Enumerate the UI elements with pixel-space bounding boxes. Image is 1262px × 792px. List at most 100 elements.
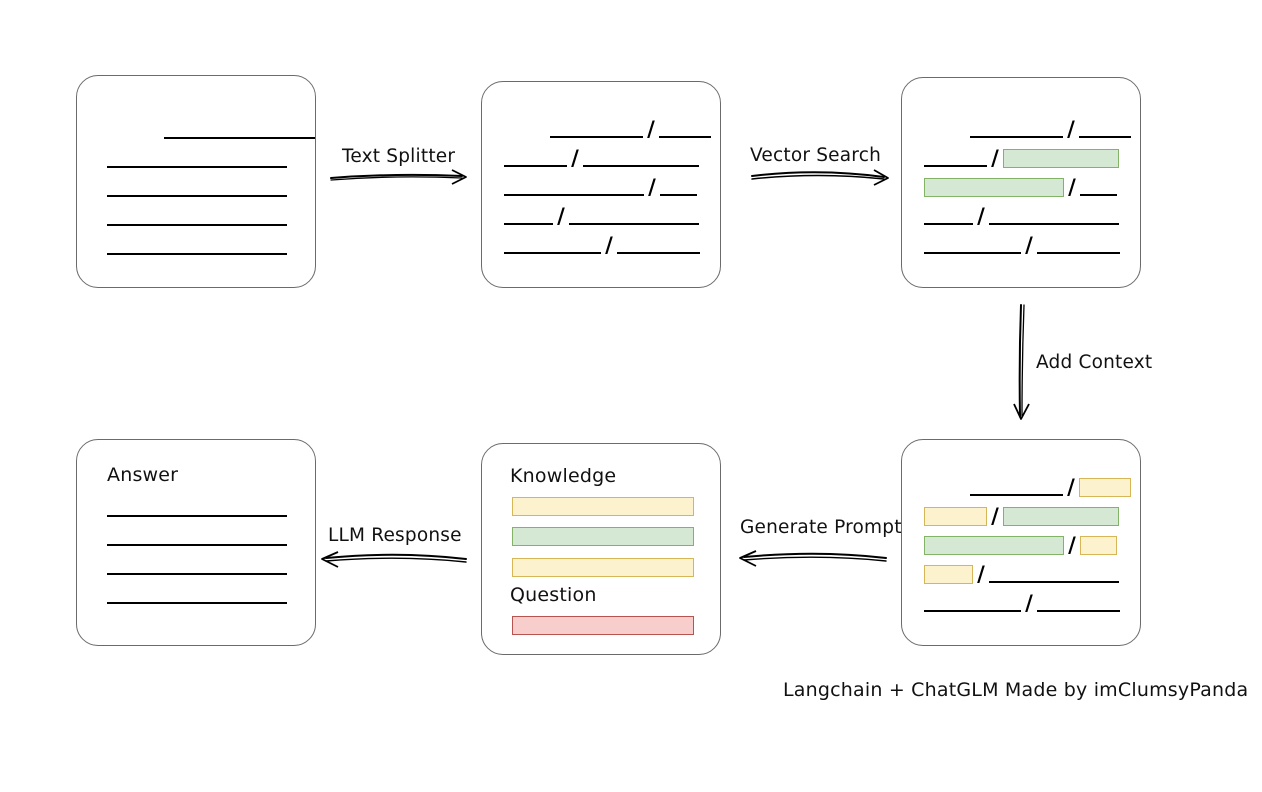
arrow-text-splitter — [330, 169, 467, 185]
edge-label-generate-prompt: Generate Prompt — [740, 517, 902, 538]
chunk-row: / — [924, 146, 1140, 170]
edge-label-vector-search: Vector Search — [750, 145, 881, 166]
chunk-segment-plain — [989, 206, 1119, 226]
chunk-separator: / — [977, 204, 985, 228]
chunk-separator: / — [991, 146, 999, 170]
node-prompt[interactable]: Knowledge Question — [481, 443, 721, 655]
chunk-segment-yellow — [924, 564, 973, 584]
chunk-row: / — [504, 233, 720, 257]
chunk-separator: / — [977, 562, 985, 586]
answer-line-rule — [107, 527, 287, 547]
answer-line-rule — [107, 556, 287, 576]
chunk-segment-plain — [107, 149, 287, 169]
chunk-segment-plain — [924, 235, 1021, 255]
chunk-row: / — [924, 562, 1140, 586]
chunk-segment-plain — [504, 148, 567, 168]
chunk-segment-plain — [1037, 235, 1120, 255]
chunk-separator: / — [1067, 475, 1075, 499]
chunk-row: / — [504, 204, 720, 228]
chunk-separator: / — [1067, 117, 1075, 141]
chunk-segment-plain — [660, 177, 697, 197]
chunk-separator: / — [1068, 175, 1076, 199]
credit-text: Langchain + ChatGLM Made by imClumsyPand… — [783, 679, 1249, 701]
chunk-segment-plain — [970, 477, 1063, 497]
arrow-vector-search — [751, 169, 889, 186]
chunk-segment-plain — [164, 120, 315, 140]
edge-label-add-context: Add Context — [1036, 352, 1153, 373]
chunk-row: / — [924, 475, 1140, 499]
chunk-row: / — [924, 117, 1140, 141]
chunk-segment-green — [1003, 148, 1119, 168]
chunk-row — [107, 236, 315, 256]
chunk-segment-yellow — [1079, 477, 1131, 497]
chunk-segment-plain — [659, 119, 711, 139]
chunk-row: / — [924, 533, 1140, 557]
node-context-added-chunks[interactable]: / / / / / — [901, 439, 1141, 646]
chunk-row — [107, 178, 315, 198]
answer-label: Answer — [107, 464, 179, 486]
context-added-chunks-rows: / / / / / — [902, 440, 1140, 645]
answer-line — [107, 585, 315, 605]
chunk-separator: / — [648, 175, 656, 199]
vector-matched-chunks-rows: / / / / / — [902, 78, 1140, 287]
chunk-segment-plain — [550, 119, 643, 139]
answer-line — [107, 527, 315, 547]
split-chunks-rows: / / / / / — [482, 82, 720, 287]
chunk-separator: / — [605, 233, 613, 257]
chunk-segment-yellow — [924, 506, 987, 526]
arrow-generate-prompt — [739, 550, 887, 567]
node-answer[interactable]: Answer — [76, 439, 316, 646]
knowledge-bar-1 — [512, 497, 694, 516]
chunk-row: / — [924, 175, 1140, 199]
edge-label-text-splitter: Text Splitter — [342, 146, 456, 167]
chunk-row: / — [924, 506, 1140, 527]
chunk-segment-plain — [504, 206, 553, 226]
question-label: Question — [510, 584, 597, 606]
chunk-segment-green — [1003, 506, 1119, 526]
chunk-segment-plain — [107, 178, 287, 198]
answer-line-rule — [107, 498, 287, 518]
chunk-segment-green — [924, 177, 1064, 197]
chunk-row — [107, 207, 315, 227]
chunk-segment-plain — [504, 235, 601, 255]
knowledge-bar-3 — [512, 558, 694, 577]
chunk-separator: / — [1025, 591, 1033, 615]
node-vector-matched-chunks[interactable]: / / / / / — [901, 77, 1141, 288]
chunk-segment-plain — [924, 206, 973, 226]
chunk-segment-plain — [617, 235, 700, 255]
answer-lines — [77, 440, 315, 645]
chunk-row: / — [924, 233, 1140, 257]
chunk-separator: / — [557, 204, 565, 228]
node-split-chunks[interactable]: / / / / / — [481, 81, 721, 288]
chunk-segment-plain — [989, 564, 1119, 584]
chunk-row: / — [504, 148, 720, 169]
answer-line — [107, 556, 315, 576]
chunk-separator: / — [647, 117, 655, 141]
answer-line — [107, 498, 315, 518]
question-bar-1 — [512, 616, 694, 635]
chunk-segment-plain — [107, 236, 287, 256]
node-source-document[interactable] — [76, 75, 316, 288]
chunk-segment-plain — [504, 177, 644, 197]
chunk-row: / — [924, 591, 1140, 615]
chunk-segment-plain — [1079, 119, 1131, 139]
chunk-segment-plain — [1037, 593, 1120, 613]
chunk-row — [107, 149, 315, 169]
chunk-segment-plain — [107, 207, 287, 227]
chunk-separator: / — [1025, 233, 1033, 257]
chunk-segment-plain — [924, 593, 1021, 613]
chunk-row: / — [504, 175, 720, 199]
source-document-rows — [77, 76, 315, 287]
knowledge-bar-2 — [512, 527, 694, 546]
knowledge-label: Knowledge — [510, 465, 617, 487]
chunk-separator: / — [1068, 533, 1076, 557]
chunk-row — [107, 120, 315, 140]
arrow-llm-response — [321, 551, 467, 568]
edge-label-llm-response: LLM Response — [328, 525, 462, 546]
arrow-add-context — [1013, 304, 1030, 420]
chunk-segment-yellow — [1080, 535, 1117, 555]
chunk-row: / — [504, 117, 720, 141]
chunk-segment-plain — [1080, 177, 1117, 197]
chunk-segment-plain — [583, 148, 699, 168]
